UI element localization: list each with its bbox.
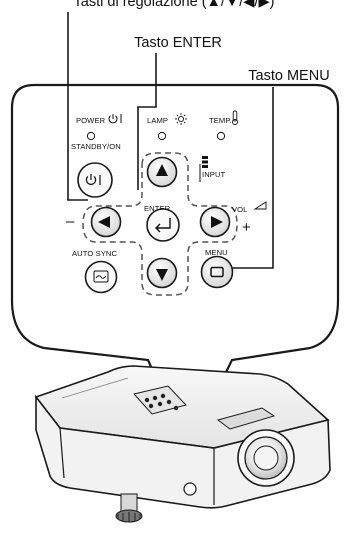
enter-button[interactable] [146, 208, 180, 242]
menu-icon [210, 266, 224, 278]
arrow-keys-dashed-group [82, 152, 238, 296]
volume-icon [253, 201, 267, 210]
up-arrow-icon [156, 164, 168, 176]
down-arrow-icon [156, 269, 168, 281]
menu-button[interactable] [200, 255, 234, 289]
callout-adjust-keys: Tasti di regolazione (▲/▼/◀/▶) [74, 0, 275, 10]
callout-enter-key: Tasto ENTER [134, 35, 222, 51]
down-button[interactable] [146, 257, 178, 289]
auto-sync-label: AUTO SYNC [72, 249, 117, 258]
standby-on-button[interactable] [77, 162, 113, 198]
input-label: INPUT [202, 170, 226, 179]
callout-menu-key: Tasto MENU [248, 68, 329, 84]
enter-label: ENTER [144, 204, 171, 213]
power-icon [85, 174, 101, 185]
temp-indicator-led [216, 131, 226, 141]
right-arrow-icon [211, 216, 223, 228]
left-button[interactable] [90, 206, 122, 238]
up-button[interactable] [146, 156, 178, 188]
power-indicator-led [86, 131, 96, 141]
leader-adjust [67, 12, 88, 201]
temp-label: TEMP. [209, 116, 232, 125]
power-label: POWER [76, 116, 106, 125]
vol-label: VOL [232, 205, 248, 214]
plus-sign: + [242, 219, 251, 236]
auto-sync-icon [93, 270, 109, 283]
leader-enter [137, 53, 157, 190]
lamp-icon [175, 113, 187, 125]
minus-sign: – [66, 213, 75, 230]
enter-icon [155, 218, 171, 233]
standby-label: STANDBY/ON [71, 142, 121, 151]
power-symbol-icon [108, 114, 122, 124]
projector-illustration [34, 365, 331, 523]
leader-menu [232, 87, 274, 269]
lamp-label: LAMP [147, 116, 168, 125]
left-arrow-icon [98, 216, 110, 228]
input-icon [202, 156, 208, 168]
thermometer-icon [232, 110, 238, 125]
lamp-indicator-led [157, 131, 167, 141]
menu-label: MENU [205, 248, 228, 257]
auto-sync-button[interactable] [84, 260, 118, 294]
right-button[interactable] [199, 206, 231, 238]
